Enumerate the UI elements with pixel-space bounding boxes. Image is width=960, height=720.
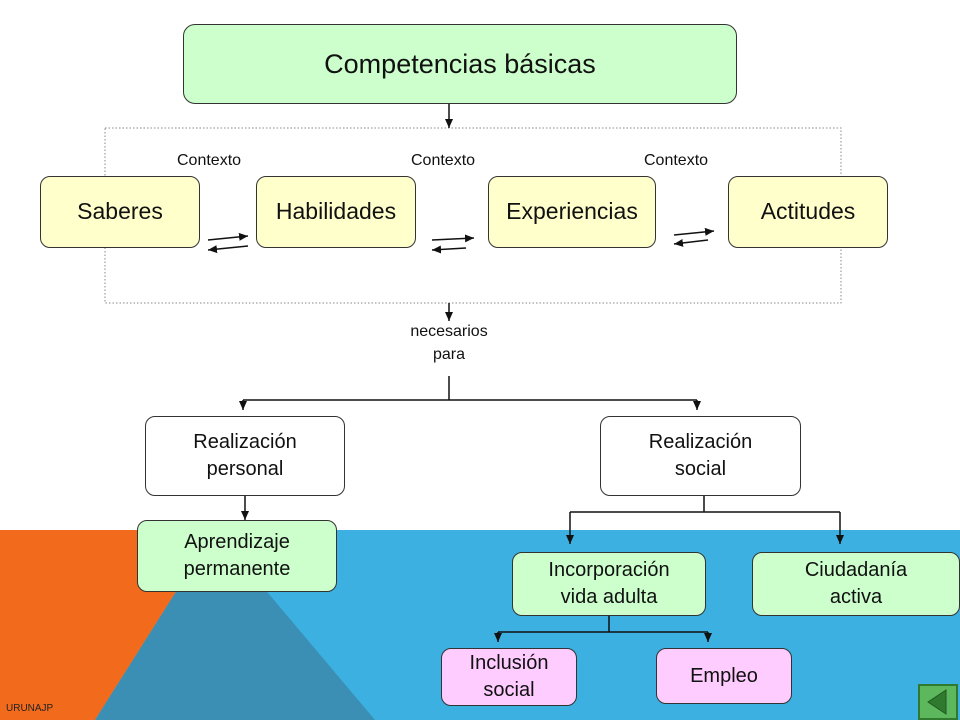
node-experiencias: Experiencias xyxy=(488,176,656,248)
node-empleo: Empleo xyxy=(656,648,792,704)
back-button[interactable] xyxy=(918,684,958,720)
node-aprendizaje-permanente-label: Aprendizaje permanente xyxy=(183,531,291,580)
node-saberes: Saberes xyxy=(40,176,200,248)
exchange-arrows-3 xyxy=(673,227,715,247)
exchange-arrows-1 xyxy=(207,232,249,254)
node-ciudadania-activa: Ciudadanía activa xyxy=(752,552,960,616)
node-incorporacion-vida-adulta-label: Incorporación vida adulta xyxy=(548,559,670,608)
context-label-3: Contexto xyxy=(644,152,709,169)
context-label-1: Contexto xyxy=(177,152,242,169)
connector-label-necesarios-para: necesarios para xyxy=(410,323,488,364)
node-experiencias-label: Experiencias xyxy=(506,198,638,225)
node-habilidades: Habilidades xyxy=(256,176,416,248)
background-steel-triangle xyxy=(95,530,375,720)
node-actitudes: Actitudes xyxy=(728,176,888,248)
node-ciudadania-activa-label: Ciudadanía activa xyxy=(804,559,908,608)
node-incorporacion-vida-adulta: Incorporación vida adulta xyxy=(512,552,706,616)
node-actitudes-label: Actitudes xyxy=(760,198,856,225)
node-realizacion-social-label: Realización social xyxy=(648,431,753,480)
node-habilidades-label: Habilidades xyxy=(275,198,397,225)
node-inclusion-social-label: Inclusión social xyxy=(469,652,549,701)
node-inclusion-social: Inclusión social xyxy=(441,648,577,706)
adult-life-split-connector xyxy=(494,616,712,642)
node-saberes-label: Saberes xyxy=(77,198,163,225)
node-realizacion-personal: Realización personal xyxy=(145,416,345,496)
context-label-2: Contexto xyxy=(411,152,476,169)
outcome-split-connector xyxy=(239,376,701,410)
node-aprendizaje-permanente: Aprendizaje permanente xyxy=(137,520,337,592)
social-split-connector xyxy=(566,496,844,544)
back-arrow-icon xyxy=(927,689,947,715)
node-realizacion-social: Realización social xyxy=(600,416,801,496)
exchange-arrows-2 xyxy=(431,234,475,254)
node-competencias-basicas-label: Competencias básicas xyxy=(324,48,596,79)
footer-author: URUNAJP xyxy=(6,703,54,714)
node-realizacion-personal-label: Realización personal xyxy=(193,431,297,480)
node-competencias-basicas: Competencias básicas xyxy=(183,24,737,104)
node-empleo-label: Empleo xyxy=(690,664,758,687)
